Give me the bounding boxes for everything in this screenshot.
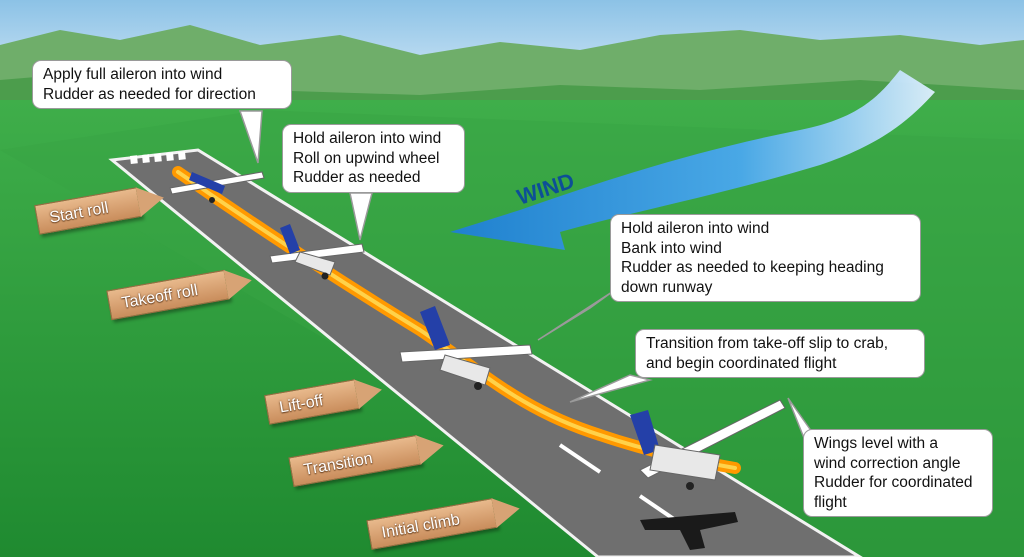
airplane-takeoff-roll	[269, 224, 365, 280]
airplane-initial-climb	[630, 399, 786, 490]
callout-line: Roll on upwind wheel	[293, 149, 440, 167]
callout-line: Wings level with a	[814, 435, 939, 452]
callout-line: and begin coordinated flight	[646, 354, 837, 372]
callout-line: Bank into wind	[621, 239, 722, 257]
callout-line: Hold aileron into wind	[293, 130, 442, 147]
callout-line: wind correction angle	[814, 454, 961, 472]
callout-line: flight	[814, 493, 847, 511]
callout-line: Rudder as needed for direction	[43, 85, 256, 103]
callout-roll-on-upwind-wheel: Hold aileron into wind Roll on upwind wh…	[282, 124, 465, 193]
wind-arrow	[450, 70, 935, 250]
callout-line: Apply full aileron into wind	[43, 66, 223, 83]
callout-line: Transition from take-off slip to crab,	[646, 335, 889, 352]
callout-wings-level: Wings level with a wind correction angle…	[803, 429, 993, 517]
callout-line: down runway	[621, 278, 713, 296]
threshold-markings	[129, 151, 186, 164]
callout-full-aileron: Apply full aileron into wind Rudder as n…	[32, 60, 292, 109]
airplane-start-roll	[169, 171, 265, 203]
callout-bank-into-wind: Hold aileron into wind Bank into wind Ru…	[610, 214, 921, 302]
callout-line: Rudder as needed to keeping heading	[621, 259, 884, 276]
callout-line: Hold aileron into wind	[621, 220, 770, 237]
airplane-lift-off	[399, 306, 533, 390]
callout-line: Rudder as needed	[293, 169, 421, 186]
callout-transition-to-crab: Transition from take-off slip to crab, a…	[635, 329, 925, 378]
callout-line: Rudder for coordinated	[814, 474, 973, 491]
airplane-shadow	[640, 512, 738, 550]
